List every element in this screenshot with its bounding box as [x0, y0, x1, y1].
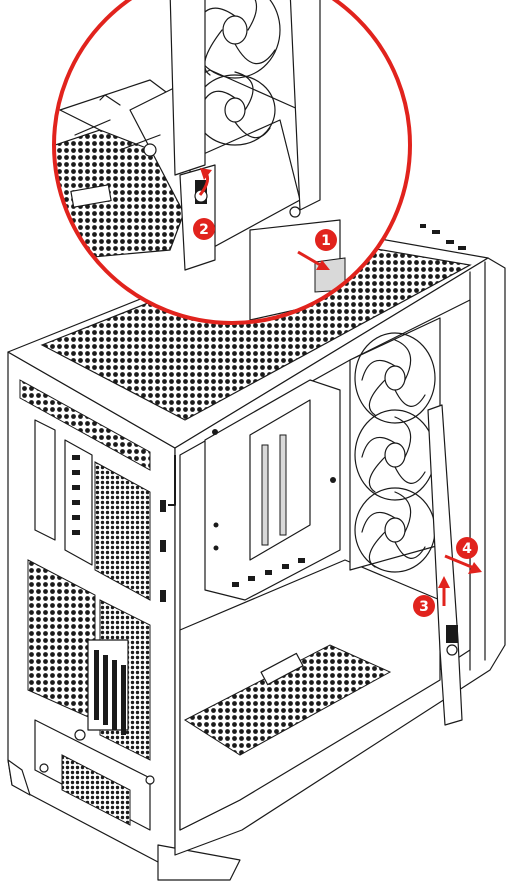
- instruction-arrows: [198, 168, 482, 606]
- step-marker-4: 4: [456, 537, 478, 559]
- step-number-3: 3: [419, 599, 429, 615]
- step-number-4: 4: [462, 541, 472, 557]
- step-number-2: 2: [199, 222, 209, 238]
- expansion-slots: [87, 639, 129, 735]
- zoom-circle-border: [52, 0, 412, 325]
- detail-zoom-view: [52, 0, 412, 325]
- step-marker-3: 3: [413, 595, 435, 617]
- pc-case: [7, 224, 506, 881]
- step-marker-1: 1: [315, 229, 337, 251]
- arrow-1-head: [316, 260, 330, 270]
- arrow-4-head: [468, 562, 482, 574]
- io-mesh-top: [19, 379, 151, 471]
- front-fan-array: [349, 317, 441, 573]
- step-marker-2: 2: [193, 218, 215, 240]
- arrow-2-head: [200, 168, 212, 180]
- arrow-3-head: [438, 576, 450, 588]
- io-mesh-right: [94, 461, 151, 601]
- step-number-1: 1: [321, 233, 331, 249]
